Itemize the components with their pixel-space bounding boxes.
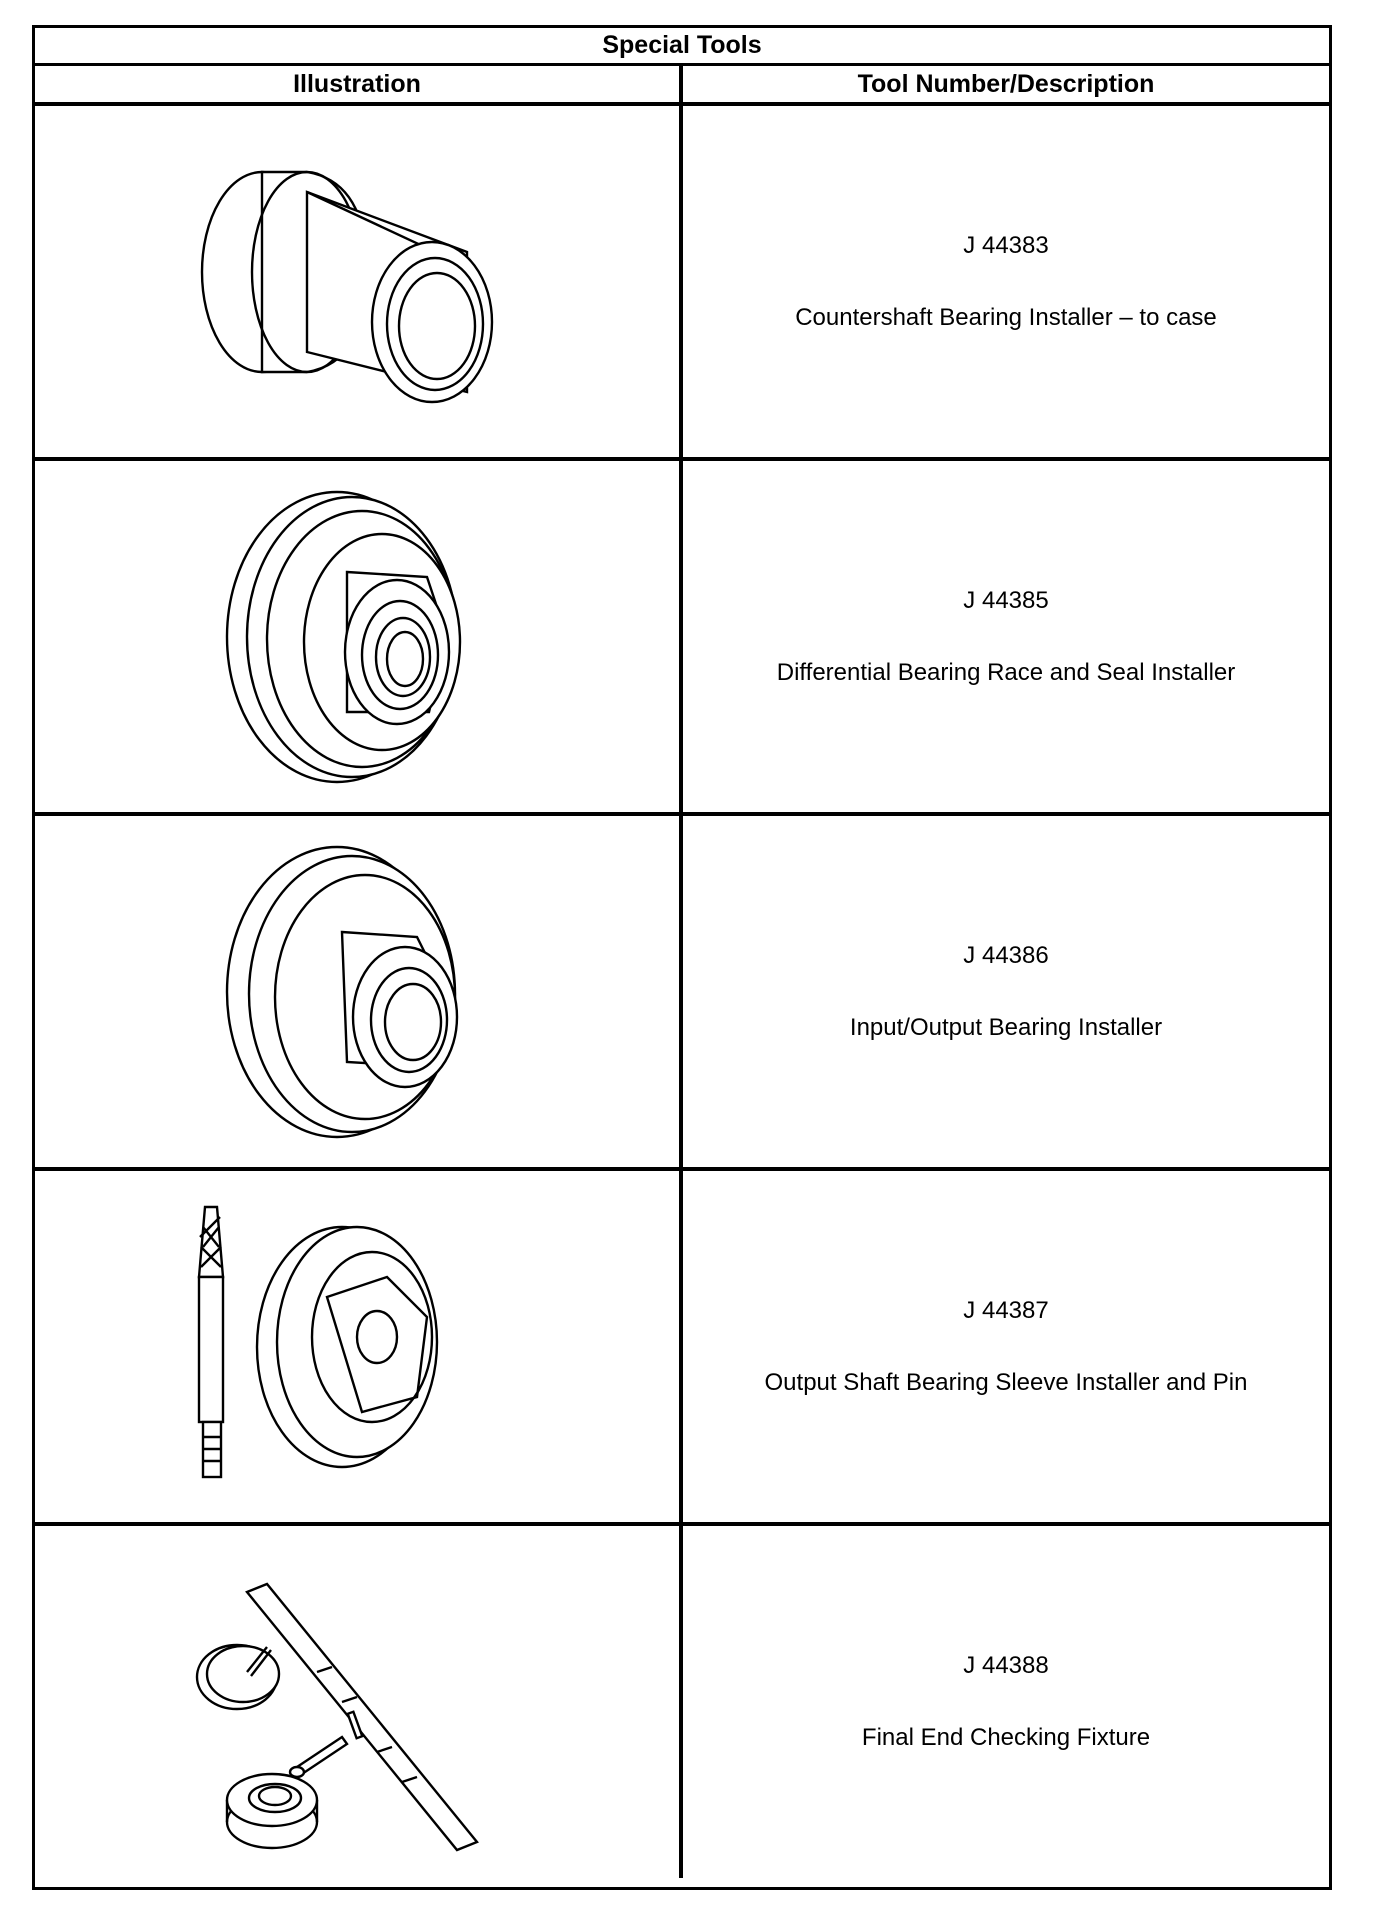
countershaft-bearing-installer-icon bbox=[200, 170, 494, 403]
input-output-bearing-installer-icon bbox=[225, 845, 459, 1138]
output-shaft-sleeve-installer-pin-icon bbox=[197, 1205, 439, 1478]
tool-description: Differential Bearing Race and Seal Insta… bbox=[776, 658, 1236, 686]
header-illustration: Illustration bbox=[35, 66, 683, 102]
table-title: Special Tools bbox=[35, 28, 1329, 66]
table-row: J 44388 Final End Checking Fixture bbox=[35, 1526, 1329, 1878]
final-end-checking-fixture-icon bbox=[195, 1582, 479, 1852]
tool-number: J 44385 bbox=[963, 586, 1049, 614]
table-header-row: Illustration Tool Number/Description bbox=[35, 66, 1329, 106]
illustration-cell bbox=[35, 461, 683, 812]
description-cell: J 44387 Output Shaft Bearing Sleeve Inst… bbox=[683, 1171, 1329, 1522]
table-row: J 44383 Countershaft Bearing Installer –… bbox=[35, 106, 1329, 461]
tool-number: J 44386 bbox=[963, 941, 1049, 969]
description-cell: J 44383 Countershaft Bearing Installer –… bbox=[683, 106, 1329, 457]
table-row: J 44387 Output Shaft Bearing Sleeve Inst… bbox=[35, 1171, 1329, 1526]
illustration-cell bbox=[35, 816, 683, 1167]
differential-bearing-race-seal-installer-icon bbox=[225, 490, 462, 783]
tool-description: Countershaft Bearing Installer – to case bbox=[795, 303, 1217, 331]
special-tools-table: Special Tools Illustration Tool Number/D… bbox=[32, 25, 1332, 1890]
tool-description: Input/Output Bearing Installer bbox=[849, 1013, 1163, 1041]
description-cell: J 44385 Differential Bearing Race and Se… bbox=[683, 461, 1329, 812]
table-row: J 44385 Differential Bearing Race and Se… bbox=[35, 461, 1329, 816]
tool-number: J 44387 bbox=[963, 1296, 1049, 1324]
tool-description: Output Shaft Bearing Sleeve Installer an… bbox=[764, 1368, 1248, 1396]
description-cell: J 44386 Input/Output Bearing Installer bbox=[683, 816, 1329, 1167]
header-tool-description: Tool Number/Description bbox=[857, 69, 1155, 98]
illustration-cell bbox=[35, 1526, 683, 1878]
illustration-cell bbox=[35, 106, 683, 457]
table-row: J 44386 Input/Output Bearing Installer bbox=[35, 816, 1329, 1171]
tool-number: J 44383 bbox=[963, 231, 1049, 259]
illustration-cell bbox=[35, 1171, 683, 1522]
description-cell: J 44388 Final End Checking Fixture bbox=[683, 1526, 1329, 1878]
tool-description: Final End Checking Fixture bbox=[861, 1724, 1151, 1751]
tool-number: J 44388 bbox=[963, 1652, 1049, 1679]
